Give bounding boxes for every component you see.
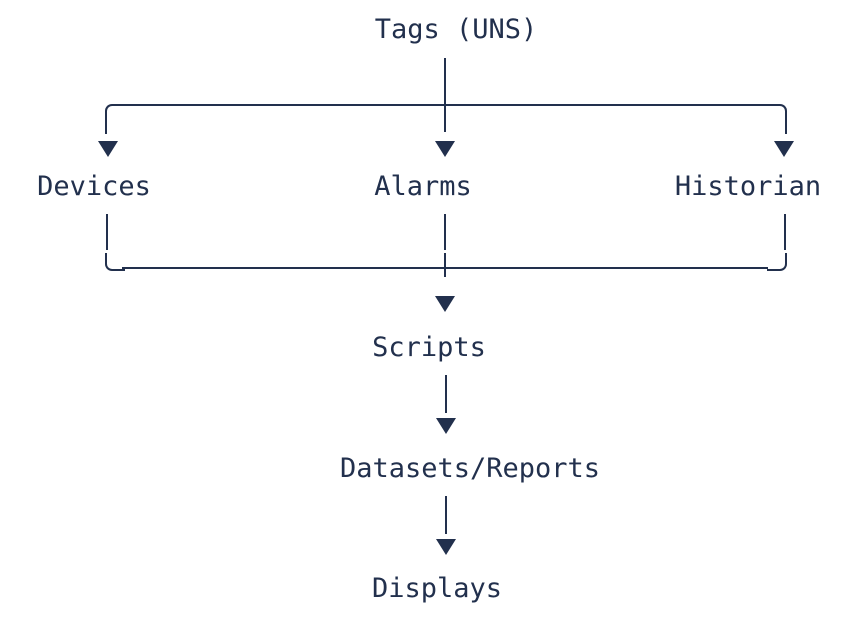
edge-fanout-corner-left [105,104,125,134]
arrow-to-displays [436,539,456,555]
node-historian: Historian [674,171,822,202]
edge-alarms-stub [444,214,446,250]
arrow-to-devices [98,141,118,157]
edge-datasets-to-displays [445,496,447,534]
arrow-to-datasets [436,418,456,434]
arrow-to-alarms [435,141,455,157]
edge-merge-corner-right [767,253,787,271]
edge-merge-corner-left [105,253,125,271]
edge-devices-stub [106,214,108,250]
node-tags-uns: Tags (UNS) [374,14,538,45]
edge-scripts-to-datasets [445,375,447,413]
edge-merge-center-stub [444,253,446,277]
node-displays: Displays [371,573,503,604]
arrow-to-historian [774,141,794,157]
edge-tags-stem [444,58,446,104]
edge-historian-stub [784,214,786,250]
node-scripts: Scripts [372,332,486,363]
arrow-to-scripts [435,296,455,312]
edge-fanout-center-stub [444,104,446,132]
node-alarms: Alarms [374,171,472,202]
node-datasets-reports: Datasets/Reports [339,453,601,484]
edge-fanout-corner-right [767,104,787,134]
node-devices: Devices [37,171,151,202]
